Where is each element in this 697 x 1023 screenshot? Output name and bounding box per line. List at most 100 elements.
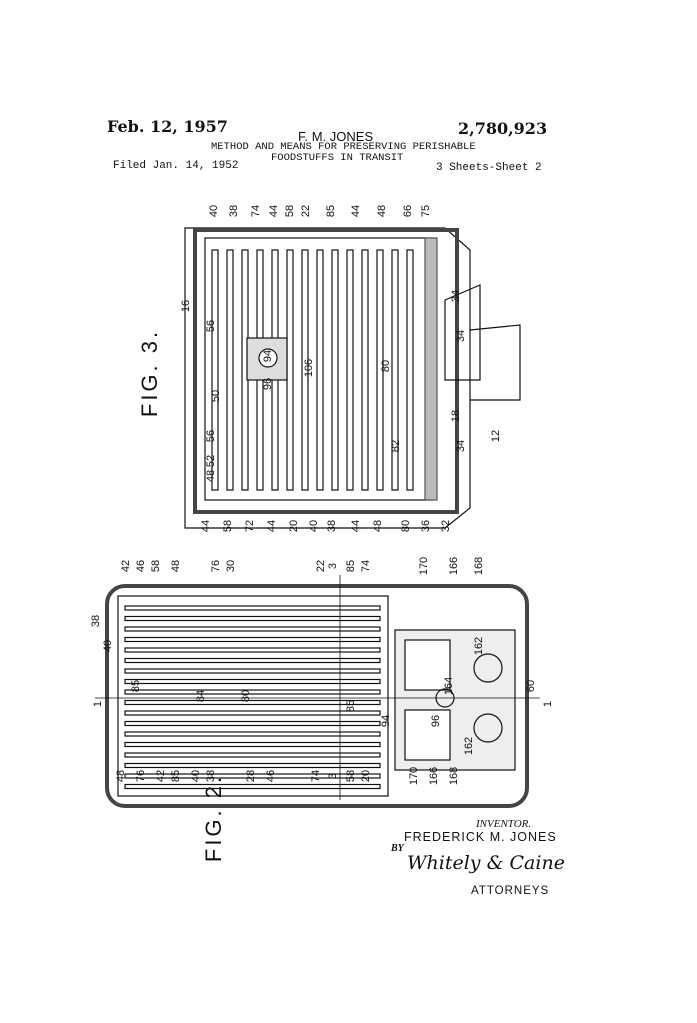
fig2-reference-numeral: 46	[135, 559, 148, 573]
fig3-reference-numeral: 36	[420, 519, 433, 533]
fig3-reference-numeral: 74	[250, 204, 263, 218]
fig2-reference-numeral: 60	[525, 679, 538, 693]
fig3-slat	[376, 249, 384, 491]
fig3-reference-numeral: 34	[455, 439, 468, 453]
fig2-slat	[124, 720, 381, 727]
fig3-slat	[316, 249, 324, 491]
fig3-reference-numeral: 58	[222, 519, 235, 533]
fig2-reference-numeral: 48	[170, 559, 183, 573]
fig2-reference-numeral: 166	[448, 556, 461, 576]
fig3-reference-numeral: 96	[262, 377, 275, 391]
fig3-reference-numeral: 38	[228, 204, 241, 218]
fig3-reference-numeral: 80	[400, 519, 413, 533]
inventor-header: F. M. JONES	[298, 129, 374, 144]
fig2-slat	[124, 710, 381, 716]
patent-number: 2,780,923	[458, 119, 548, 138]
fig3-reference-numeral: 52	[205, 454, 218, 468]
fig2-reference-numeral: 170	[418, 556, 431, 576]
patent-title-line1: METHOD AND MEANS FOR PRESERVING PERISHAB…	[211, 141, 476, 153]
fig3-slat	[406, 249, 414, 491]
fig2-reference-numeral: 170	[408, 766, 421, 786]
fig2-reference-numeral: 38	[205, 769, 218, 783]
fig2-slat	[124, 689, 381, 695]
fig3-slat	[391, 249, 399, 491]
attorneys-label: ATTORNEYS	[471, 885, 550, 897]
fig3-reference-numeral: 40	[208, 204, 221, 218]
fig2-reference-numeral: 162	[463, 736, 476, 756]
fig3-reference-numeral: 40	[308, 519, 321, 533]
fig3-reference-numeral: 50	[210, 389, 223, 403]
fig2-reference-numeral: 85	[130, 679, 143, 693]
fig3-drawing	[184, 227, 521, 529]
fig3-slat	[331, 249, 339, 491]
inventor-label: INVENTOR.	[476, 818, 532, 830]
fig3-reference-numeral: 18	[450, 409, 463, 423]
fig2-slat	[124, 773, 381, 779]
fig3-slat	[346, 249, 354, 491]
fig2-slat	[124, 615, 381, 622]
fig2-reference-numeral: 80	[240, 689, 253, 703]
fig3-reference-numeral: 44	[350, 519, 363, 533]
patent-title-line2: FOODSTUFFS IN TRANSIT	[271, 152, 404, 164]
fig3-reference-numeral: 44	[266, 519, 279, 533]
fig2-reference-numeral: 84	[195, 689, 208, 703]
fig2-reference-numeral: 94	[380, 714, 393, 728]
fig2-reference-numeral: 1	[542, 700, 555, 708]
fig2-slat	[124, 699, 381, 706]
fig3-reference-numeral: 56	[205, 429, 218, 443]
fig2-reference-numeral: 168	[448, 766, 461, 786]
fig2-reference-numeral: 96	[430, 714, 443, 728]
filed-date: Filed Jan. 14, 1952	[113, 160, 239, 172]
fig3-reference-numeral: 56	[205, 319, 218, 333]
fig3-reference-numeral: 16	[180, 299, 193, 313]
fig2-reference-numeral: 40	[190, 769, 203, 783]
fig3-slat	[211, 249, 219, 491]
attorney-signature: Whitely & Caine	[407, 852, 565, 874]
fig3-reference-numeral: 48	[372, 519, 385, 533]
fig2-reference-numeral: 76	[135, 769, 148, 783]
fig2-reference-numeral: 28	[245, 769, 258, 783]
fig2-reference-numeral: 162	[473, 636, 486, 656]
fig2-reference-numeral: 74	[360, 559, 373, 573]
fig2-slat	[124, 731, 381, 737]
fig2-reference-numeral: 74	[310, 769, 323, 783]
fig3-reference-numeral: 44	[200, 519, 213, 533]
fig2-reference-numeral: 166	[428, 766, 441, 786]
fig3-reference-numeral: 66	[402, 204, 415, 218]
fig3-reference-numeral: 85	[325, 204, 338, 218]
fig2-reference-numeral: 42	[120, 559, 133, 573]
fig2-reference-numeral: 46	[265, 769, 278, 783]
fig3-reference-numeral: 75	[420, 204, 433, 218]
fig2-reference-numeral: 48	[115, 769, 128, 783]
fig2-reference-numeral: 76	[210, 559, 223, 573]
fig3-reference-numeral: 48	[205, 469, 218, 483]
fig3-reference-numeral: 72	[244, 519, 257, 533]
fig3-slat	[301, 249, 309, 491]
fig2-reference-numeral: 85	[170, 769, 183, 783]
fig2-reference-numeral: 58	[345, 769, 358, 783]
fig2-slat	[124, 752, 381, 758]
fig3-reference-numeral: 34	[450, 289, 463, 303]
fig2-slat	[124, 657, 381, 664]
fig3-reference-numeral: 94	[262, 349, 275, 363]
fig2-reference-numeral: 168	[473, 556, 486, 576]
fig3-slat	[361, 249, 369, 491]
fig2-slat	[124, 762, 381, 769]
fig2-slat	[124, 783, 381, 790]
fig3-reference-numeral: 12	[490, 429, 503, 443]
fig3-reference-numeral: 22	[300, 204, 313, 218]
fig2-label: FIG. 2.	[201, 773, 227, 863]
fig2-reference-numeral: 3	[327, 562, 340, 570]
fig3-reference-numeral: 44	[268, 204, 281, 218]
fig3-reference-numeral: 38	[326, 519, 339, 533]
fig2-reference-numeral: 85	[345, 559, 358, 573]
fig2-reference-numeral: 3	[327, 772, 340, 780]
fig2-reference-numeral: 42	[155, 769, 168, 783]
fig2-reference-numeral: 85	[345, 699, 358, 713]
fig2-reference-numeral: 38	[90, 614, 103, 628]
fig3-reference-numeral: 80	[380, 359, 393, 373]
fig2-reference-numeral: 20	[360, 769, 373, 783]
fig2-reference-numeral: 30	[225, 559, 238, 573]
patent-date: Feb. 12, 1957	[107, 117, 228, 136]
fig3-reference-numeral: 32	[440, 519, 453, 533]
